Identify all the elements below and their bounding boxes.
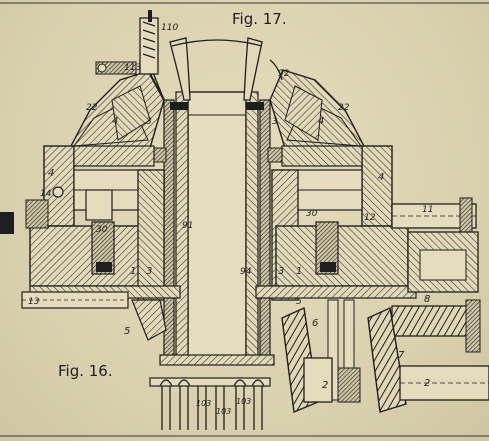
label-92: 92 xyxy=(278,69,290,79)
right-housing xyxy=(255,145,481,353)
label-110: 110 xyxy=(161,23,178,33)
discharge-pipes xyxy=(149,377,271,430)
label-4-cone-right: 4 xyxy=(318,116,324,127)
label-4-cone-left: 4 xyxy=(112,116,118,127)
label-3-upper-right: 3 xyxy=(272,117,278,127)
label-6: 6 xyxy=(312,318,318,329)
label-4-housing-right: 4 xyxy=(378,172,384,183)
label-5-left: 5 xyxy=(124,326,130,337)
label-103-b: 103 xyxy=(216,407,231,416)
label-91: 91 xyxy=(182,221,193,231)
label-3-lower-right: 3 xyxy=(278,266,284,277)
label-13: 13 xyxy=(28,297,40,307)
label-12: 12 xyxy=(364,213,376,223)
left-upper-cone xyxy=(68,69,165,149)
label-3-lower-left: 3 xyxy=(146,266,152,277)
label-2-right: 2 xyxy=(424,378,430,389)
part-labels: Fig. 17. Fig. 16. 110 113 92 22 22 4 4 4… xyxy=(28,10,433,416)
left-housing xyxy=(0,145,181,341)
label-11: 11 xyxy=(422,205,433,215)
label-30-right: 30 xyxy=(306,209,318,219)
label-30-left: 30 xyxy=(96,225,108,235)
label-5-right: 5 xyxy=(296,297,302,307)
label-8: 8 xyxy=(424,294,430,305)
label-113: 113 xyxy=(124,63,141,73)
label-4-housing-left: 4 xyxy=(48,168,54,179)
label-103-c: 103 xyxy=(236,397,251,406)
label-22-right: 22 xyxy=(338,103,350,113)
label-7: 7 xyxy=(398,350,405,361)
figure-16-title: Fig. 16. xyxy=(58,362,113,380)
label-1-left: 1 xyxy=(130,266,136,277)
label-94: 94 xyxy=(240,267,252,277)
label-22-left: 22 xyxy=(86,103,98,113)
label-3-upper-left: 3 xyxy=(146,117,152,127)
right-upper-cone xyxy=(269,69,367,149)
label-1-right: 1 xyxy=(296,266,302,277)
adjusting-mechanism xyxy=(95,10,283,101)
bevel-gear-assembly xyxy=(281,299,489,413)
label-2-left: 2 xyxy=(322,380,328,391)
label-103-a: 103 xyxy=(196,399,211,408)
figure-17-title: Fig. 17. xyxy=(232,10,287,28)
label-14: 14 xyxy=(40,189,52,199)
central-spindle xyxy=(149,37,285,366)
